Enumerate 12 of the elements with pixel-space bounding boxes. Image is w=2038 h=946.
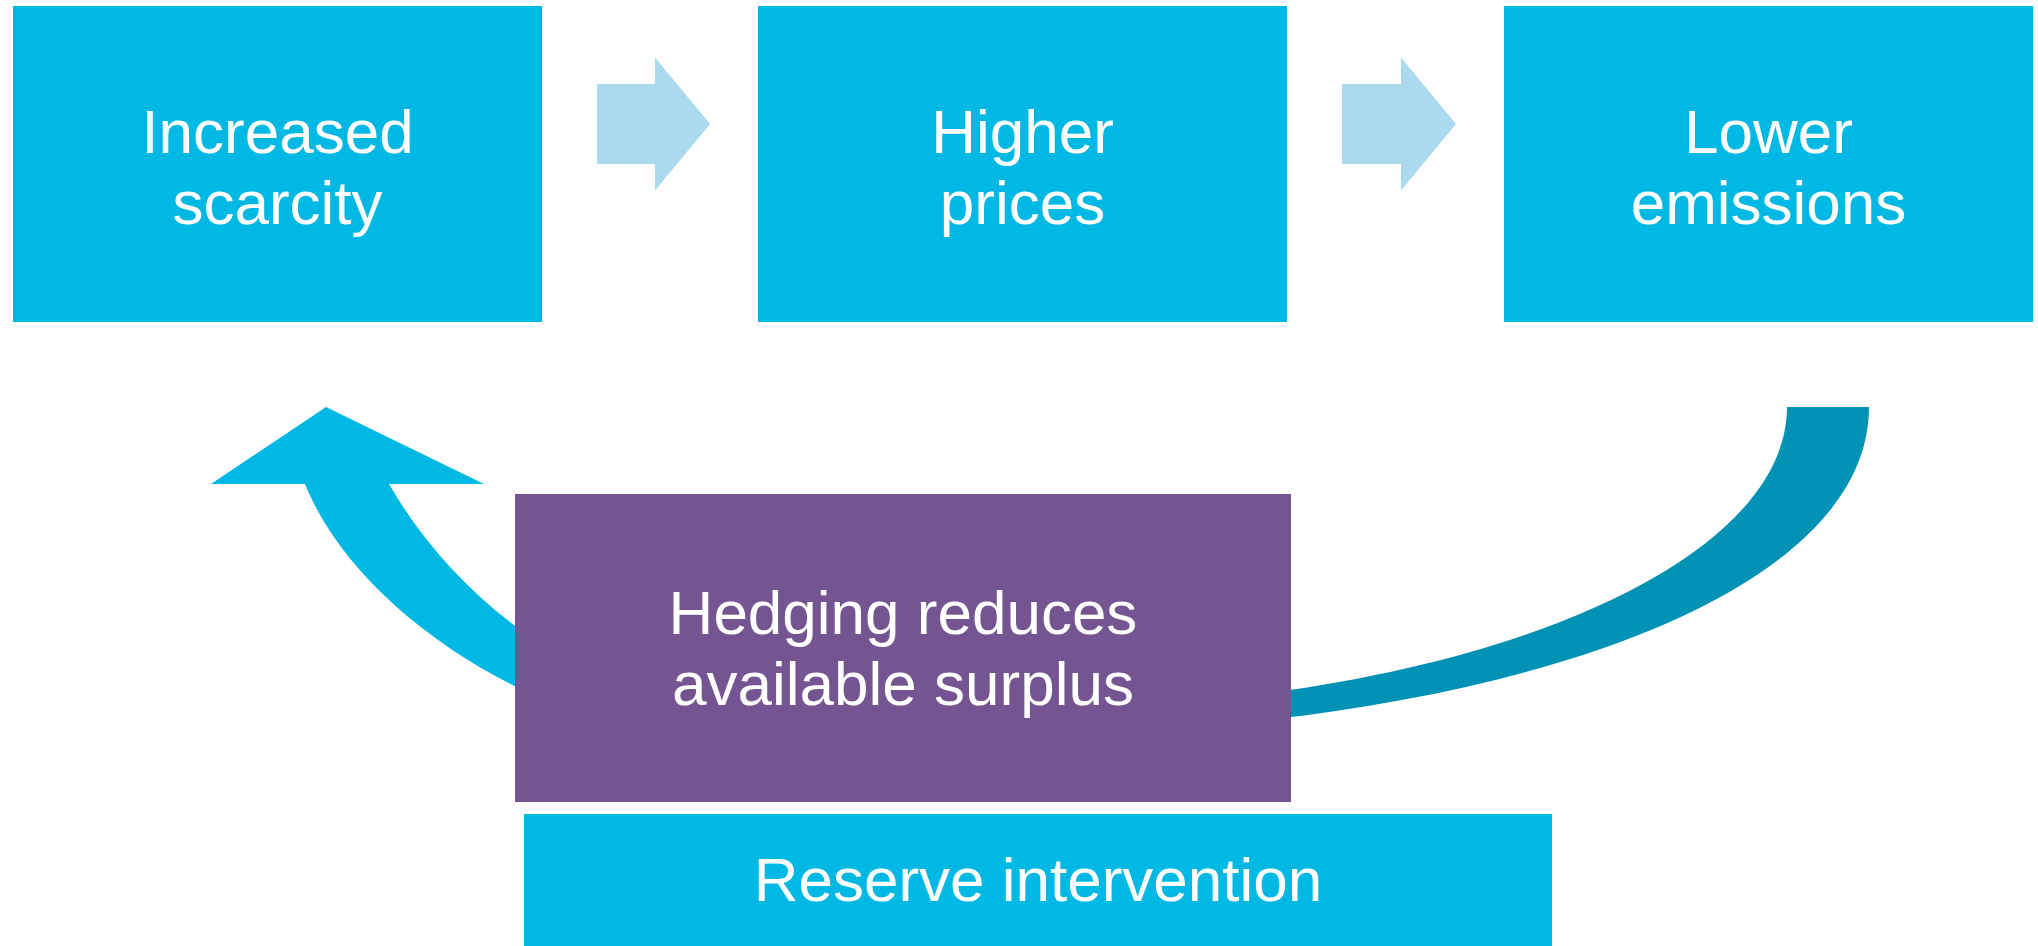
block-arrow: [1342, 57, 1456, 191]
box-label: Increased scarcity: [140, 96, 415, 239]
block-arrow: [597, 57, 710, 191]
process-box: [758, 6, 1287, 322]
box-label: Lower emissions: [1629, 96, 1908, 239]
box-label: Hedging reduces available surplus: [667, 576, 1139, 720]
process-box: [524, 814, 1552, 946]
box-label: Reserve intervention: [753, 844, 1323, 916]
process-box: [1504, 6, 2033, 322]
process-box: [515, 494, 1291, 802]
box-label: Higher prices: [930, 96, 1115, 239]
process-box: [13, 6, 542, 322]
